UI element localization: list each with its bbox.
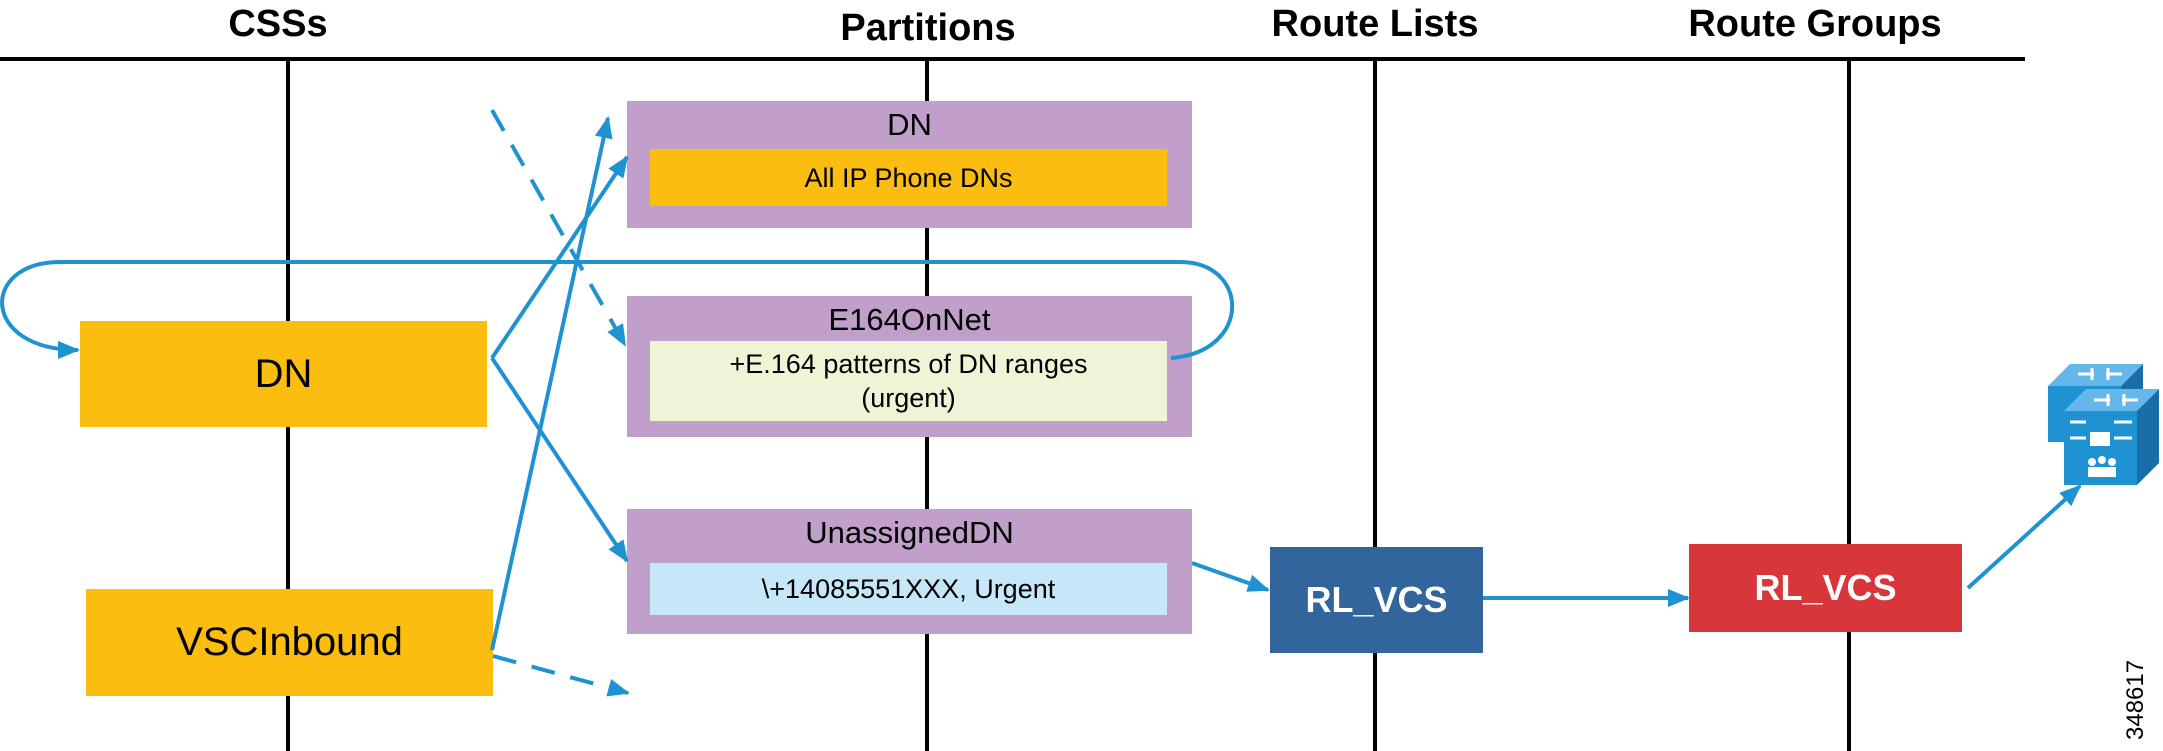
css-dn-box[interactable]: DN bbox=[80, 321, 487, 427]
partition-dn[interactable]: DN All IP Phone DNs bbox=[627, 101, 1192, 228]
css-dn-label: DN bbox=[254, 351, 313, 396]
css-vscinbound-box[interactable]: VSCInbound bbox=[86, 589, 493, 696]
arrow-dn-to-partition-dn bbox=[490, 155, 629, 360]
arrow-route-group-to-gateway bbox=[1966, 484, 2082, 590]
route-group-label: RL_VCS bbox=[1754, 567, 1897, 608]
dashed-arrow-vsc-out bbox=[492, 654, 630, 697]
header-route-groups: Route Groups bbox=[1688, 3, 1942, 45]
gateway-cluster-icon bbox=[2048, 364, 2159, 485]
route-group-rl-vcs[interactable]: RL_VCS bbox=[1689, 544, 1962, 632]
partition-e164onnet-content: +E.164 patterns of DN ranges (urgent) bbox=[650, 341, 1167, 421]
header-css: CSSs bbox=[228, 3, 328, 45]
partition-e164onnet-content-line1: +E.164 patterns of DN ranges bbox=[729, 349, 1088, 379]
route-list-label: RL_VCS bbox=[1305, 579, 1448, 620]
partition-e164onnet-content-line2: (urgent) bbox=[861, 383, 956, 413]
dashed-arrow-to-e164onnet bbox=[490, 109, 627, 347]
partition-e164onnet[interactable]: E164OnNet +E.164 patterns of DN ranges (… bbox=[627, 296, 1192, 437]
header-route-lists: Route Lists bbox=[1271, 3, 1479, 45]
partition-e164onnet-title: E164OnNet bbox=[828, 302, 991, 337]
arrow-dn-to-partition-unassigned bbox=[490, 356, 629, 563]
figure-id: 348617 bbox=[2122, 659, 2149, 740]
route-list-rl-vcs[interactable]: RL_VCS bbox=[1270, 547, 1483, 653]
css-vscinbound-label: VSCInbound bbox=[176, 620, 403, 664]
partition-unassigneddn-content: \+14085551XXX, Urgent bbox=[650, 563, 1167, 615]
arrow-unassigned-to-route-list bbox=[1191, 561, 1270, 592]
partition-unassigneddn-title: UnassignedDN bbox=[805, 515, 1014, 550]
arrow-vsc-to-partition-dn bbox=[490, 116, 613, 651]
loop-arrow bbox=[0, 260, 1235, 360]
header-partitions: Partitions bbox=[840, 7, 1016, 49]
partition-unassigneddn[interactable]: UnassignedDN \+14085551XXX, Urgent bbox=[627, 509, 1192, 634]
partition-dn-title: DN bbox=[887, 107, 932, 142]
partition-dn-content: All IP Phone DNs bbox=[650, 149, 1167, 206]
